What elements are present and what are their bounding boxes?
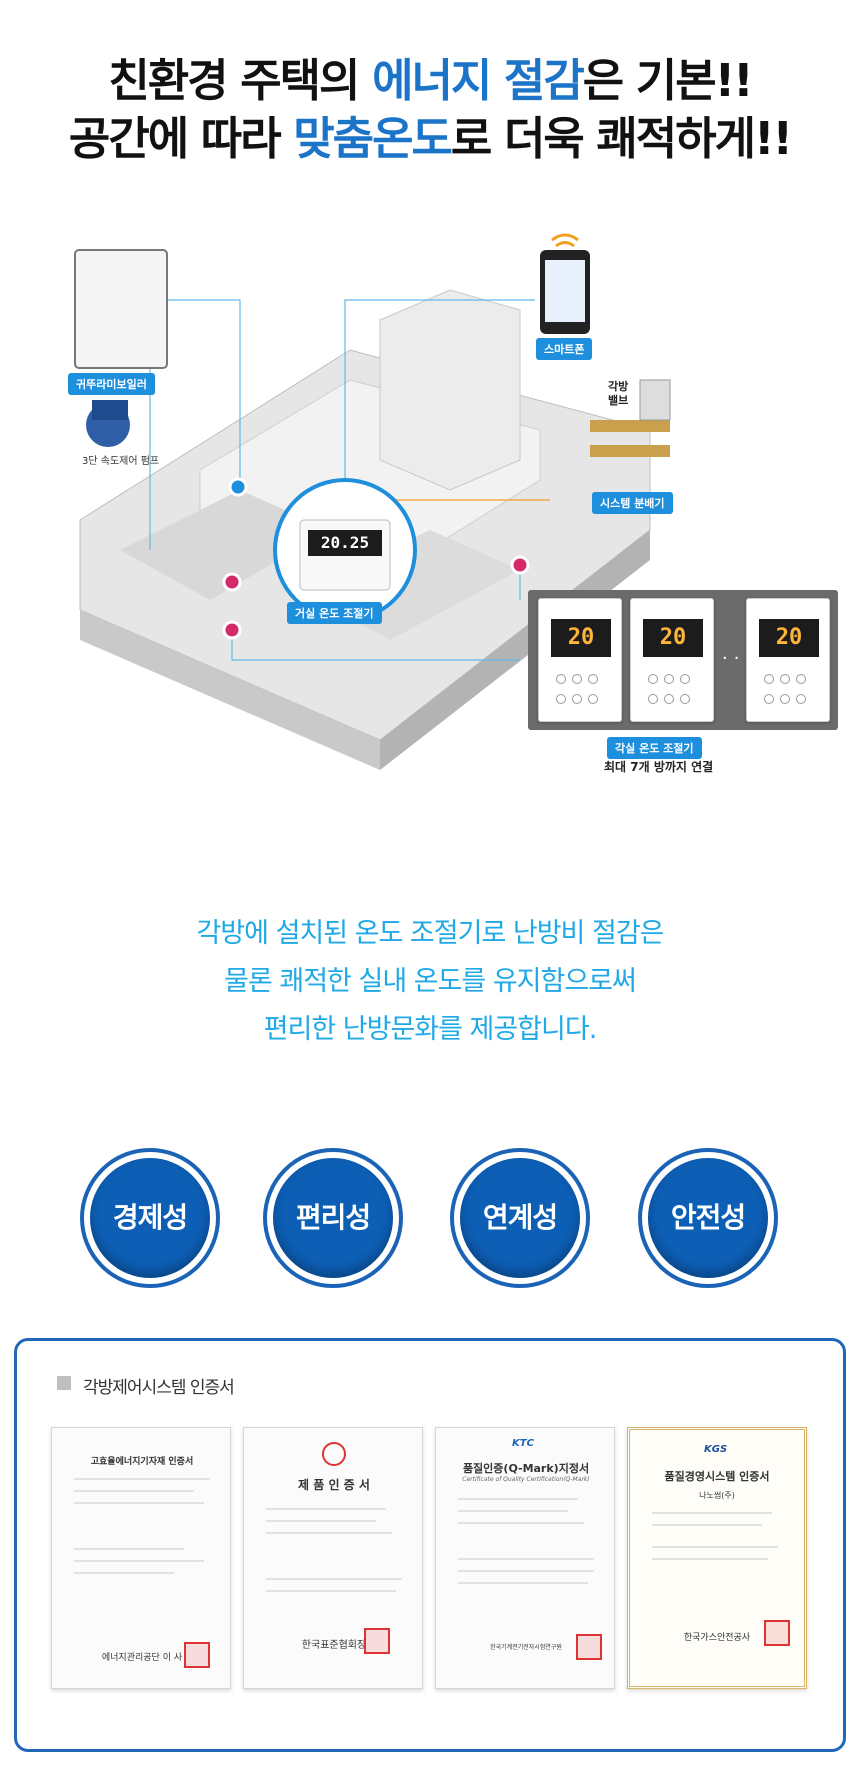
certificate-product[interactable]: 제 품 인 증 서 한국표준협회장 <box>243 1427 423 1689</box>
certificate-q-mark[interactable]: KTC 품질인증(Q-Mark)지정서 Certificate of Quali… <box>435 1427 615 1689</box>
ktc-logo: KTC <box>512 1438 534 1449</box>
description: 각방에 설치된 온도 조절기로 난방비 절감은 물론 쾌적한 실내 온도를 유지… <box>0 910 860 1054</box>
description-line-2: 물론 쾌적한 실내 온도를 유지함으로써 <box>224 966 637 997</box>
feature-convenience: 편리성 <box>263 1148 403 1288</box>
distributor-callout: 시스템 분배기 <box>592 492 673 514</box>
living-thermostat-callout: 거실 온도 조절기 <box>287 602 382 624</box>
boiler-callout: 귀뚜라미보일러 <box>68 373 155 395</box>
room-thermostat-3: 20 <box>746 598 830 722</box>
headline-accent-temperature: 맞춤온도 <box>293 112 453 165</box>
feature-economy: 경제성 <box>80 1148 220 1288</box>
description-line-1: 각방에 설치된 온도 조절기로 난방비 절감은 <box>196 918 664 949</box>
ks-logo-icon <box>322 1442 346 1466</box>
room-thermostat-display: 20 <box>551 619 611 657</box>
room-thermostat-2: 20 <box>630 598 714 722</box>
certificates-section: 각방제어시스템 인증서 고효율에너지기자재 인증서 에너지관리공단 이 사 제 … <box>14 1338 846 1752</box>
pump-label: 3단 속도제어 펌프 <box>82 456 160 467</box>
smartphone-callout: 스마트폰 <box>536 338 593 360</box>
certificates-heading: 각방제어시스템 인증서 <box>57 1373 235 1398</box>
house-illustration <box>74 233 838 770</box>
seal-stamp <box>364 1628 390 1654</box>
thermostat-buttons <box>645 671 701 709</box>
room-thermostat-1: 20 <box>538 598 622 722</box>
seal-stamp <box>576 1634 602 1660</box>
living-thermostat-display: 20.25 <box>320 533 370 552</box>
certificate-quality-management[interactable]: KGS 품질경영시스템 인증서 나노썸(주) 한국가스안전공사 <box>627 1427 807 1689</box>
kgs-logo: KGS <box>704 1444 728 1455</box>
house-heating-diagram: 귀뚜라미보일러 3단 속도제어 펌프 스마트폰 각방 밸브 시스템 분배기 거실… <box>0 230 860 870</box>
headline-line-1: 친환경 주택의 에너지 절감은 기본!! <box>108 54 753 107</box>
headline-line-2: 공간에 따라 맞춤온도로 더욱 쾌적하게!! <box>68 112 793 165</box>
square-bullet-icon <box>57 1376 71 1390</box>
room-thermostat-display: 20 <box>643 619 703 657</box>
room-connection-note: 최대 7개 방까지 연결 <box>604 760 714 774</box>
thermostat-buttons <box>761 671 817 709</box>
seal-stamp <box>184 1642 210 1668</box>
room-thermostat-display: 20 <box>759 619 819 657</box>
feature-badges: 경제성 편리성 연계성 안전성 <box>0 1148 860 1298</box>
feature-safety: 안전성 <box>638 1148 778 1288</box>
room-thermostat-callout: 각실 온도 조절기 <box>607 737 702 759</box>
description-line-3: 편리한 난방문화를 제공합니다. <box>263 1014 598 1045</box>
certificate-energy-efficiency[interactable]: 고효율에너지기자재 인증서 에너지관리공단 이 사 <box>51 1427 231 1689</box>
headline: 친환경 주택의 에너지 절감은 기본!! 공간에 따라 맞춤온도로 더욱 쾌적하… <box>0 52 860 168</box>
thermostat-buttons <box>553 671 609 709</box>
valve-label: 각방 밸브 <box>608 380 629 407</box>
feature-connectivity: 연계성 <box>450 1148 590 1288</box>
seal-stamp <box>764 1620 790 1646</box>
headline-accent-energy: 에너지 절감 <box>372 54 585 107</box>
